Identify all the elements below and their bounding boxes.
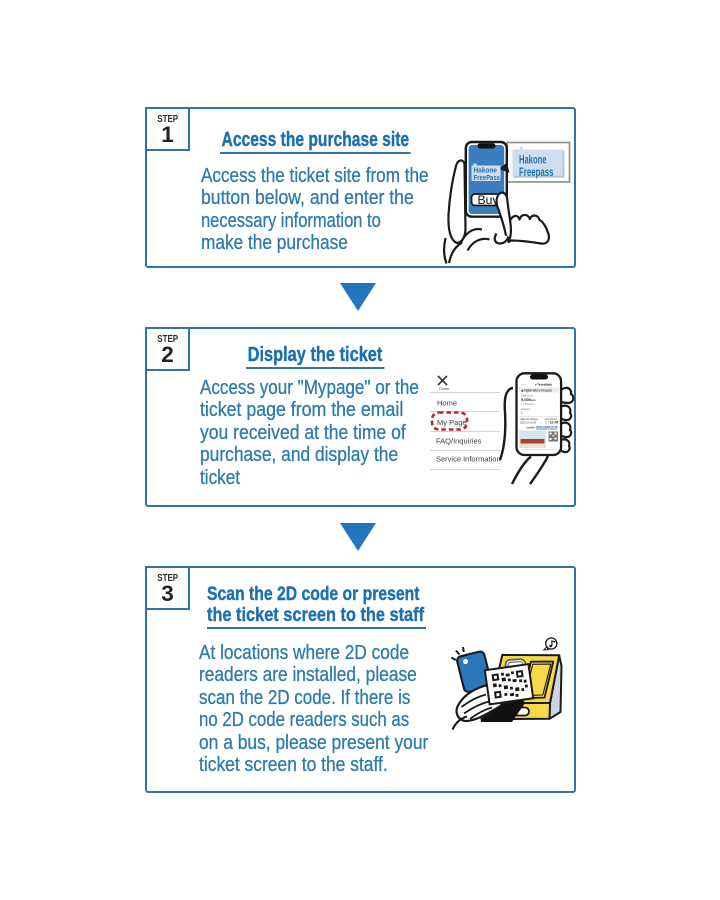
svg-text:3.7 10:48: 3.7 10:48 bbox=[545, 421, 558, 425]
svg-text:1: 1 bbox=[521, 411, 523, 415]
svg-text:~: ~ bbox=[541, 422, 543, 425]
svg-text:x 1 Person: x 1 Person bbox=[521, 402, 534, 406]
svg-text:FreePass: FreePass bbox=[474, 175, 501, 182]
svg-text:Quantity: Quantity bbox=[521, 407, 531, 411]
svg-text:9,000yen: 9,000yen bbox=[521, 397, 536, 402]
svg-text:Buy: Buy bbox=[478, 195, 499, 207]
svg-text:Freepass: Freepass bbox=[519, 165, 554, 179]
svg-text:FAQ/Inquiries: FAQ/Inquiries bbox=[436, 437, 482, 446]
svg-text:2023.3.6.M 12:34: 2023.3.6.M 12:34 bbox=[536, 426, 558, 430]
svg-text:Current Time: Current Time bbox=[526, 425, 535, 429]
svg-text:< --: < -- bbox=[521, 383, 526, 387]
svg-text:e-Ticket(Web): e-Ticket(Web) bbox=[535, 383, 552, 387]
svg-text:End of Period: End of Period bbox=[545, 418, 558, 421]
svg-text:Hakone: Hakone bbox=[474, 168, 498, 175]
svg-text:Service Information: Service Information bbox=[436, 455, 501, 464]
svg-text:◉ Digital Hakone Freepass: ◉ Digital Hakone Freepass bbox=[521, 388, 552, 392]
svg-text:My Page: My Page bbox=[437, 418, 467, 427]
svg-text:2023.3.6 10:48: 2023.3.6 10:48 bbox=[520, 421, 536, 425]
svg-text:Adult(12+): Adult(12+) bbox=[521, 394, 533, 398]
svg-text:Home: Home bbox=[437, 399, 457, 408]
svg-text:Validity Period(2Days): Validity Period(2Days) bbox=[520, 418, 538, 421]
svg-text:Close: Close bbox=[439, 386, 450, 391]
svg-text:Hakone: Hakone bbox=[519, 153, 547, 167]
